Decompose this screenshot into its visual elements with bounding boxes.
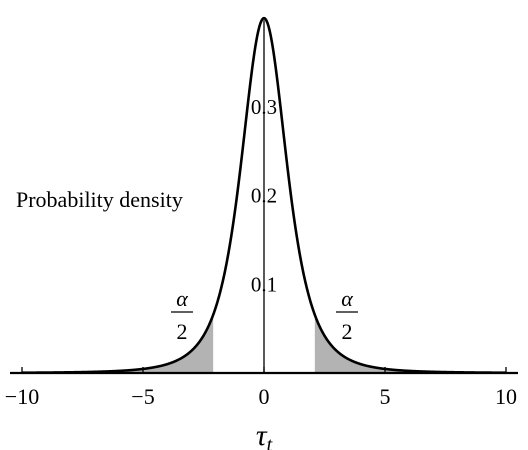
y-tick-label: 0.2 <box>251 184 277 208</box>
y-tick-label: 0.3 <box>251 95 277 119</box>
alpha-half-left-label: α 2 <box>171 286 193 344</box>
x-axis-label-symbol: τ <box>256 419 268 450</box>
y-ticks: 0.1 0.2 0.3 <box>251 95 277 296</box>
x-tick-label: 5 <box>380 384 391 409</box>
left-tail-area <box>22 314 214 373</box>
x-tick-label: 0 <box>259 384 270 409</box>
alpha-half-right-label: α 2 <box>336 286 358 344</box>
alpha-half-right-numerator: α <box>341 286 353 311</box>
alpha-half-left-numerator: α <box>176 286 188 311</box>
x-axis-label: τt <box>256 419 273 450</box>
shaded-tails <box>22 314 506 373</box>
x-axis-label-subscript: t <box>267 434 273 450</box>
x-ticks: −10 −5 0 5 10 <box>5 367 517 409</box>
x-tick-label: −5 <box>131 384 154 409</box>
alpha-half-left-denominator: 2 <box>177 319 188 344</box>
y-axis-label: Probability density <box>16 187 183 212</box>
right-tail-area <box>314 314 506 373</box>
alpha-half-right-denominator: 2 <box>342 319 353 344</box>
x-tick-label: 10 <box>495 384 517 409</box>
y-tick-label: 0.1 <box>251 272 277 296</box>
x-tick-label: −10 <box>5 384 39 409</box>
density-curve <box>22 16 506 374</box>
